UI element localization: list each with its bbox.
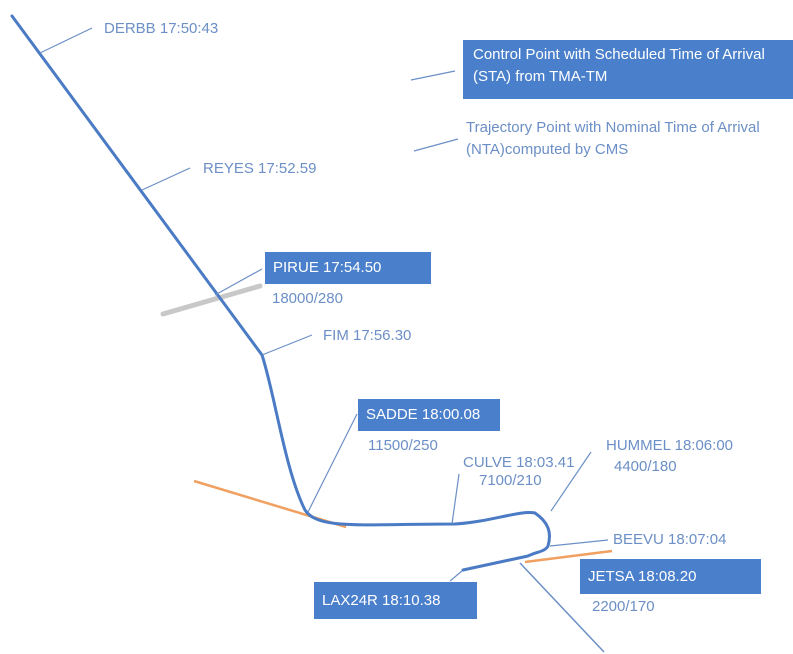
waypoint-culve: CULVE 18:03.41 <box>463 454 575 471</box>
leader-fim <box>261 334 313 356</box>
legend-leader-control <box>410 70 456 81</box>
waypoint-beevu: BEEVU 18:07:04 <box>613 531 727 548</box>
control-point-jetsa-alt: 2200/170 <box>592 598 655 615</box>
legend-leader-trajectory <box>413 138 459 152</box>
leader-beevu <box>549 539 609 547</box>
departure-line <box>519 562 605 653</box>
leader-sadde <box>307 413 358 513</box>
leader-hummel <box>550 451 592 512</box>
arrival-route <box>10 14 551 572</box>
waypoint-hummel: HUMMEL 18:06:00 <box>606 437 734 454</box>
crossing-route-gray <box>160 283 263 317</box>
crossing-route-orange-2 <box>524 549 613 564</box>
legend-control-point: Control Point with Scheduled Time of Arr… <box>463 40 793 99</box>
leader-derbb <box>39 27 93 54</box>
leader-pirue <box>214 268 263 296</box>
leader-reyes <box>141 167 191 191</box>
waypoint-hummel-alt: 4400/180 <box>614 458 677 475</box>
waypoint-reyes: REYES 17:52.59 <box>203 160 317 177</box>
waypoint-culve-alt: 7100/210 <box>479 472 542 489</box>
control-point-pirue: PIRUE 17:54.50 <box>265 252 431 284</box>
control-point-sadde-alt: 11500/250 <box>368 437 438 454</box>
leader-lax24r <box>449 570 463 582</box>
waypoint-fim: FIM 17:56.30 <box>323 327 412 344</box>
control-point-jetsa: JETSA 18:08.20 <box>580 559 761 594</box>
control-point-sadde: SADDE 18:00.08 <box>358 399 500 431</box>
waypoint-derbb: DERBB 17:50:43 <box>104 20 219 37</box>
legend-trajectory-point: Trajectory Point with Nominal Time of Ar… <box>466 119 760 158</box>
control-point-pirue-alt: 18000/280 <box>272 290 343 307</box>
leader-culve <box>451 473 460 525</box>
control-point-lax24r: LAX24R 18:10.38 <box>314 582 477 619</box>
